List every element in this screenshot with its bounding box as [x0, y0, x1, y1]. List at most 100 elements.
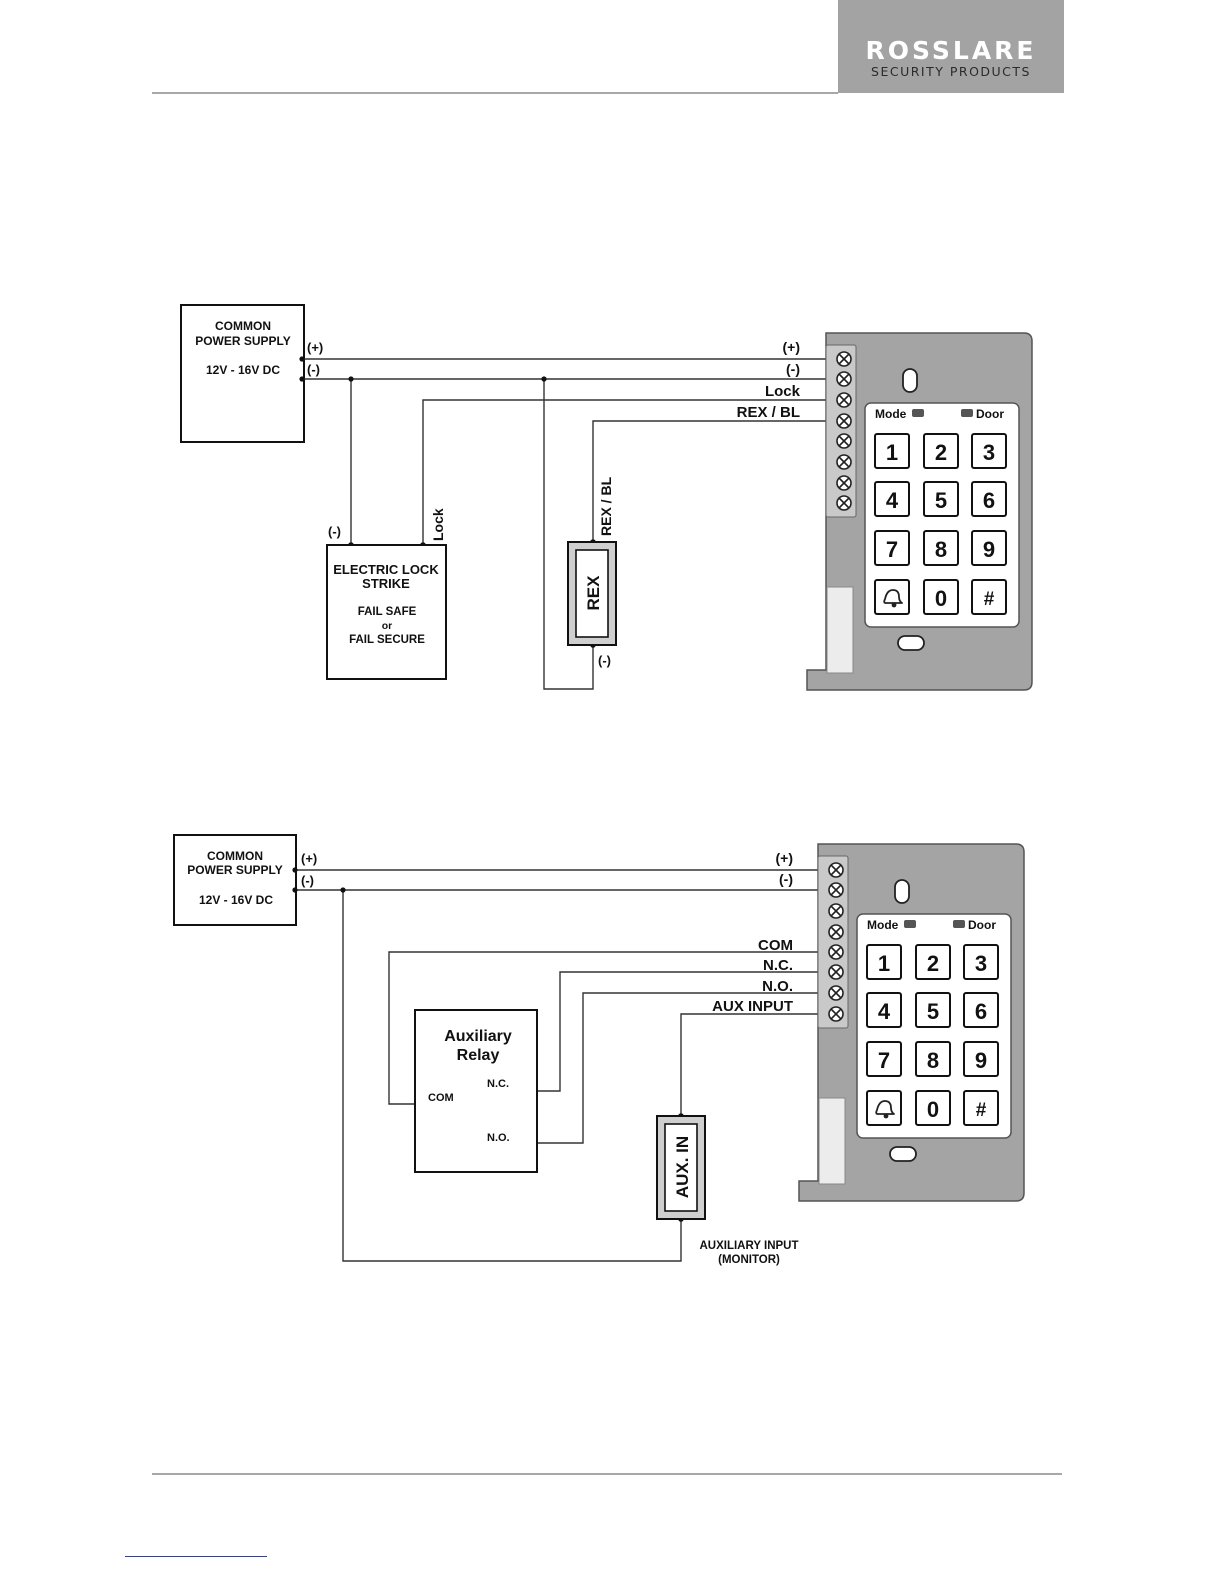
keypad2-key-1[interactable]: 1 [866, 944, 902, 980]
svg-text:7: 7 [886, 537, 898, 562]
psu2-line2: POWER SUPPLY [187, 863, 283, 877]
d1-term-minus: (-) [786, 361, 800, 377]
psu1-line1: COMMON [215, 319, 271, 333]
keypad1-key-7[interactable]: 7 [874, 530, 910, 566]
keypad2-key-hash[interactable]: # [963, 1090, 999, 1126]
svg-text:3: 3 [975, 951, 987, 976]
svg-text:4: 4 [878, 999, 891, 1024]
aux-caption-2: (MONITOR) [718, 1254, 780, 1266]
svg-text:5: 5 [927, 999, 939, 1024]
keypad1-key-9[interactable]: 9 [971, 530, 1007, 566]
logo-brand: ROSSLARE [865, 36, 1037, 65]
svg-text:0: 0 [927, 1097, 939, 1122]
keypad1-key-6[interactable]: 6 [971, 481, 1007, 517]
keypad2-keys: 1 2 3 4 5 6 7 8 9 0 # [866, 944, 999, 1126]
keypad2-key-3[interactable]: 3 [963, 944, 999, 980]
keypad1-key-0[interactable]: 0 [923, 579, 959, 615]
svg-text:1: 1 [878, 951, 890, 976]
svg-text:2: 2 [935, 440, 947, 465]
svg-text:#: # [976, 1100, 987, 1121]
keypad2-key-9[interactable]: 9 [963, 1041, 999, 1077]
footer-rule [152, 1473, 1062, 1475]
rex-top-label: REX / BL [598, 476, 614, 536]
keypad2-door-label: Door [968, 918, 996, 932]
auxiliary-relay: Auxiliary Relay COM N.C. N.O. [414, 1009, 538, 1173]
aux-caption-1: AUXILIARY INPUT [699, 1240, 798, 1252]
keypad1-key-1[interactable]: 1 [874, 433, 910, 469]
lock-line5: FAIL SECURE [349, 634, 425, 646]
lock-lock-label: Lock [430, 508, 446, 541]
lock-line3: FAIL SAFE [358, 606, 417, 618]
lock-line2: STRIKE [362, 576, 410, 591]
svg-text:5: 5 [935, 488, 947, 513]
psu1-minus-label: (-) [307, 362, 320, 377]
d1-term-plus: (+) [783, 339, 801, 355]
keypad2-key-0[interactable]: 0 [915, 1090, 951, 1126]
svg-text:9: 9 [983, 537, 995, 562]
svg-text:#: # [984, 589, 995, 610]
keypad1-key-4[interactable]: 4 [874, 481, 910, 517]
rosslare-logo: ROSSLARE SECURITY PRODUCTS [838, 0, 1064, 93]
svg-text:4: 4 [886, 488, 899, 513]
diagram-2: COMMON POWER SUPPLY 12V - 16V DC (+) (-)… [173, 834, 1025, 1266]
keypad1-key-bell[interactable] [874, 579, 910, 615]
svg-text:7: 7 [878, 1048, 890, 1073]
keypad2-key-8[interactable]: 8 [915, 1041, 951, 1077]
aux-in-device: AUX. IN AUXILIARY INPUT (MONITOR) [656, 1115, 799, 1266]
keypad1-mode-label: Mode [875, 407, 907, 421]
psu2-voltage: 12V - 16V DC [199, 893, 273, 907]
psu2-plus-label: (+) [301, 851, 317, 866]
keypad2-key-7[interactable]: 7 [866, 1041, 902, 1077]
logo-tagline: SECURITY PRODUCTS [871, 64, 1031, 79]
d2-term-com: COM [758, 937, 793, 954]
header-rule [152, 92, 838, 94]
aux-in-label: AUX. IN [673, 1136, 692, 1198]
rex-label: REX [584, 575, 603, 611]
electric-lock-strike: ELECTRIC LOCK STRIKE FAIL SAFE or FAIL S… [326, 508, 447, 680]
svg-text:9: 9 [975, 1048, 987, 1073]
keypad2-mode-label: Mode [867, 918, 899, 932]
psu1-line2: POWER SUPPLY [195, 334, 291, 348]
d2-term-plus: (+) [776, 850, 794, 866]
keypad2-key-5[interactable]: 5 [915, 992, 951, 1028]
svg-text:8: 8 [935, 537, 947, 562]
svg-text:6: 6 [983, 488, 995, 513]
svg-text:8: 8 [927, 1048, 939, 1073]
wires-2 [295, 869, 828, 1262]
d1-term-rex: REX / BL [737, 404, 800, 421]
footer-link-underline[interactable] [125, 1556, 267, 1557]
psu1-plus-label: (+) [307, 340, 323, 355]
keypad1-key-hash[interactable]: # [971, 579, 1007, 615]
relay-com-label: COM [428, 1092, 454, 1104]
keypad-unit-1: Mode Door 1 2 3 4 5 6 7 8 9 0 # [806, 332, 1033, 691]
svg-text:1: 1 [886, 440, 898, 465]
lock-minus-label: (-) [328, 524, 341, 539]
keypad2-key-4[interactable]: 4 [866, 992, 902, 1028]
psu1-voltage: 12V - 16V DC [206, 363, 280, 377]
d2-term-aux-input: AUX INPUT [712, 998, 793, 1015]
d2-term-minus: (-) [779, 871, 793, 887]
lock-line4: or [382, 620, 393, 632]
relay-line1: Auxiliary [444, 1028, 512, 1045]
relay-no-label: N.O. [487, 1132, 510, 1144]
d1-term-lock: Lock [765, 383, 801, 400]
psu2-line1: COMMON [207, 849, 263, 863]
wires-1 [302, 358, 836, 690]
keypad2-key-2[interactable]: 2 [915, 944, 951, 980]
lock-line1: ELECTRIC LOCK [333, 562, 439, 577]
keypad1-door-label: Door [976, 407, 1004, 421]
svg-text:2: 2 [927, 951, 939, 976]
keypad2-key-bell[interactable] [866, 1090, 902, 1126]
keypad1-key-2[interactable]: 2 [923, 433, 959, 469]
keypad1-key-5[interactable]: 5 [923, 481, 959, 517]
d2-term-no: N.O. [762, 978, 793, 995]
keypad1-key-8[interactable]: 8 [923, 530, 959, 566]
power-supply-2: COMMON POWER SUPPLY 12V - 16V DC (+) (-) [173, 834, 317, 926]
psu2-minus-label: (-) [301, 873, 314, 888]
d2-term-nc: N.C. [763, 957, 793, 974]
rex-device: REX REX / BL (-) [567, 476, 617, 668]
svg-text:0: 0 [935, 586, 947, 611]
keypad2-key-6[interactable]: 6 [963, 992, 999, 1028]
keypad1-key-3[interactable]: 3 [971, 433, 1007, 469]
